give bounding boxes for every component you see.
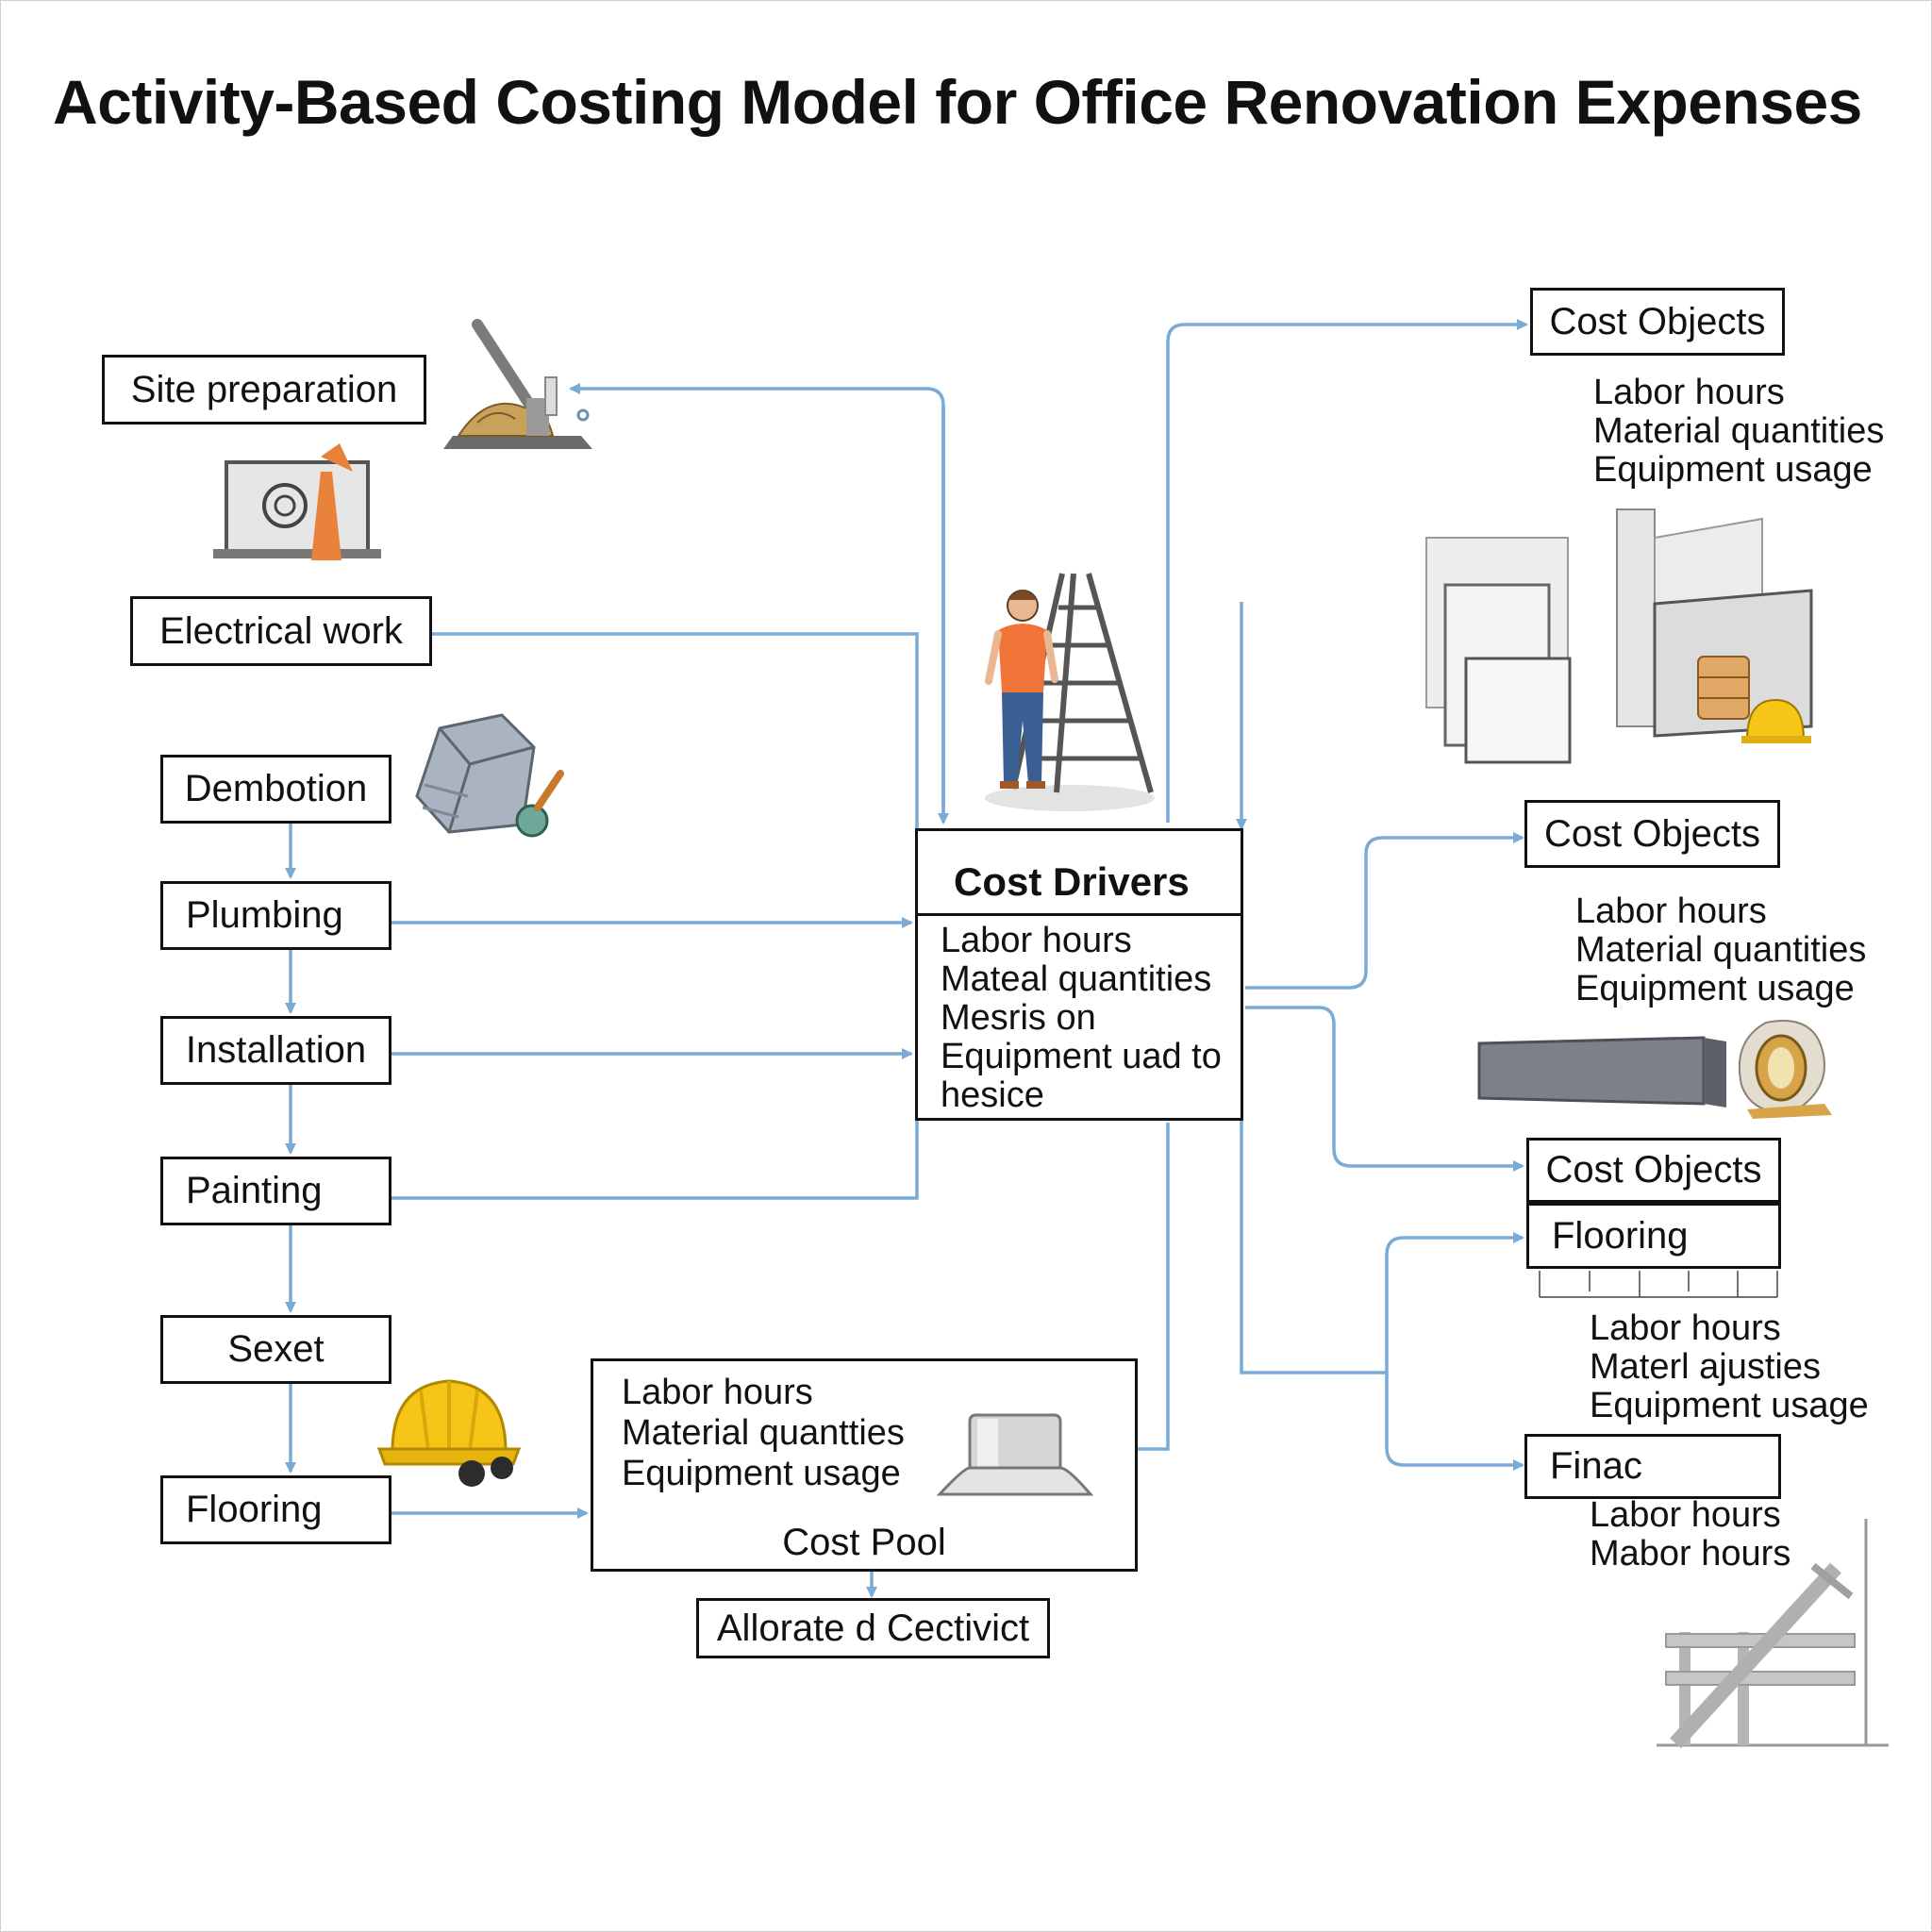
activity-painting: Painting: [160, 1157, 391, 1225]
cost-pool-item: Equipment usage: [622, 1454, 901, 1493]
cost-driver-line: Equipment uad to: [941, 1037, 1222, 1076]
worker-with-ladder-icon: [985, 573, 1155, 811]
ruler-ticks-icon: [1539, 1271, 1778, 1298]
activity-site-preparation: Site preparation: [102, 355, 426, 425]
cost-objects-3-items: Labor hours Materl ajusties Equipment us…: [1590, 1309, 1869, 1425]
allocation-box: Allorate d Cectivict: [696, 1598, 1050, 1658]
cost-driver-line: Mateal quantities: [941, 959, 1212, 999]
activity-plumbing: Plumbing: [160, 881, 391, 950]
cost-pool-item: Material quantties: [622, 1413, 905, 1453]
activity-installation: Installation: [160, 1016, 391, 1085]
cost-object-item: Equipment usage: [1575, 969, 1855, 1008]
finac-box: Finac: [1524, 1434, 1781, 1499]
cost-object-item: Equipment usage: [1590, 1386, 1869, 1425]
cost-objects-box-2: Cost Objects: [1524, 800, 1780, 868]
cost-pool-item: Labor hours: [622, 1373, 813, 1412]
cost-object-item: Labor hours: [1575, 891, 1767, 931]
cost-object-item: Labor hours: [1590, 1308, 1781, 1348]
arrow-drivers-to-site-prep: [569, 383, 945, 823]
cost-object-item: Mabor hours: [1590, 1534, 1791, 1574]
wall-panels-icon: [1425, 508, 1813, 764]
arrow-to-cost-objects-2: [1245, 832, 1524, 990]
finac-items: Labor hours Mabor hours: [1590, 1496, 1790, 1574]
activity-flooring: Flooring: [160, 1475, 391, 1544]
arrow-painting: [391, 1121, 919, 1200]
sink-icon: [936, 1413, 1094, 1496]
cost-pool-box: Labor hours Material quantties Equipment…: [591, 1358, 1138, 1572]
cost-object-item: Equipment usage: [1593, 450, 1873, 490]
arrow-to-flooring-finac: [1240, 1121, 1387, 1374]
activity-sexet: Sexet: [160, 1315, 391, 1384]
arrow-to-finac: [1385, 1373, 1524, 1471]
cost-pool-label: Cost Pool: [782, 1522, 946, 1563]
arrow-to-cost-objects-3: [1245, 1006, 1524, 1172]
cost-objects-flooring-box: Flooring: [1526, 1203, 1781, 1269]
cost-object-item: Material quantities: [1593, 411, 1885, 451]
drafting-monitor-icon: [213, 443, 381, 560]
cost-driver-line: hesice: [941, 1075, 1044, 1115]
page-title: Activity-Based Costing Model for Office …: [53, 67, 1862, 137]
cost-object-item: Materl ajusties: [1590, 1347, 1821, 1387]
cost-drivers-heading: Cost Drivers: [918, 831, 1241, 916]
cost-object-item: Labor hours: [1590, 1495, 1781, 1535]
cost-driver-line: Labor hours: [941, 921, 1132, 960]
steel-beam-icon: [1477, 1020, 1832, 1119]
scaffold-icon: [1657, 1519, 1889, 1749]
hard-hat-icon: [376, 1379, 522, 1487]
cost-objects-1-items: Labor hours Material quantities Equipmen…: [1593, 374, 1884, 490]
cost-objects-box-3: Cost Objects: [1526, 1138, 1781, 1203]
cost-object-item: Material quantities: [1575, 930, 1867, 970]
cost-object-item: Labor hours: [1593, 373, 1785, 412]
excavator-icon: [443, 319, 592, 449]
cost-objects-box-1: Cost Objects: [1530, 288, 1785, 356]
arrow-to-flooring: [1385, 1232, 1524, 1373]
stone-block-icon: [415, 713, 564, 838]
activity-dembotion: Dembotion: [160, 755, 391, 824]
cost-driver-line: Mesris on: [941, 998, 1096, 1038]
arrow-electrical: [432, 632, 919, 828]
activity-electrical-work: Electrical work: [130, 596, 432, 666]
cost-drivers-box: Cost Drivers Labor hours Mateal quantiti…: [915, 828, 1243, 1121]
cost-objects-2-items: Labor hours Material quantities Equipmen…: [1575, 892, 1866, 1008]
arrow-to-cost-objects-1: [1166, 319, 1528, 823]
